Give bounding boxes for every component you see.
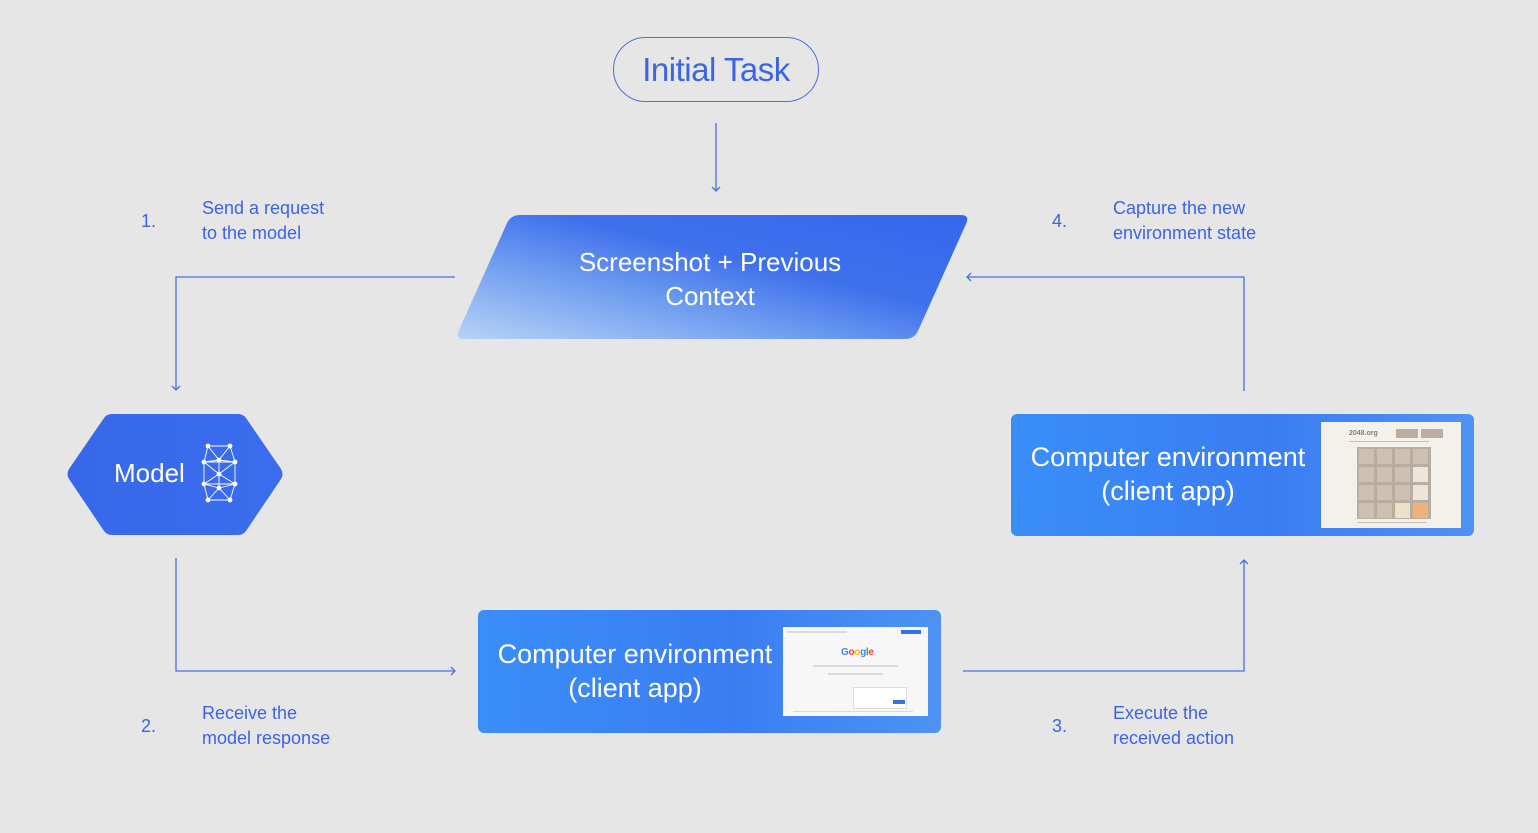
step-1-number: 1.: [141, 211, 157, 231]
initial-task-node: Initial Task: [613, 37, 819, 102]
step-1-line1: Send a request: [202, 198, 325, 218]
env-right-label: Computer environment (client app): [1025, 440, 1311, 508]
screenshot-context-line1: Screenshot + Previous: [578, 247, 842, 277]
step-1-text: Send a request to the model: [202, 196, 324, 246]
arrow-env-to-env: [963, 559, 1249, 672]
arrow-screenshot-to-model: [171, 276, 455, 391]
step-2-line2: model response: [202, 728, 331, 748]
step-2-number: 2.: [141, 716, 157, 736]
step-3-text: Execute the received action: [1113, 701, 1234, 751]
step-2-text: Receive the model response: [202, 701, 330, 751]
env-bottom-label: Computer environment (client app): [492, 637, 778, 705]
initial-task-label: Initial Task: [642, 50, 790, 88]
2048-board: [1357, 447, 1431, 519]
env-bottom-line1: Computer environment: [497, 639, 773, 669]
arrow-model-to-env: [175, 558, 456, 676]
2048-title: 2048.org: [1349, 430, 1378, 437]
env-right-line2: (client app): [1101, 476, 1235, 506]
screenshot-context-label: Screenshot + Previous Context: [520, 245, 900, 313]
env-right-line1: Computer environment: [1030, 442, 1306, 472]
step-4-line2: environment state: [1113, 223, 1257, 243]
computer-environment-bottom: Computer environment (client app) Google: [478, 610, 941, 733]
screenshot-context-line2: Context: [665, 281, 755, 311]
env-bottom-line2: (client app): [568, 673, 702, 703]
step-3-line2: received action: [1113, 728, 1235, 748]
screenshot-context-shape: [457, 215, 968, 339]
step-3-line1: Execute the: [1113, 703, 1209, 723]
google-search-screenshot: Google: [783, 627, 928, 716]
model-label: Model: [114, 458, 185, 488]
neural-network-icon: [203, 445, 236, 501]
step-2-line1: Receive the: [202, 703, 298, 723]
computer-environment-right: Computer environment (client app) 2048.o…: [1011, 414, 1474, 536]
google-logo: Google: [841, 647, 874, 658]
arrow-env-to-screenshot: [966, 272, 1245, 391]
step-3-number: 3.: [1052, 716, 1068, 736]
step-4-line1: Capture the new: [1113, 198, 1246, 218]
step-4-number: 4.: [1052, 211, 1068, 231]
step-4-text: Capture the new environment state: [1113, 196, 1256, 246]
2048-game-screenshot: 2048.org: [1321, 422, 1461, 528]
step-1-line2: to the model: [202, 223, 302, 243]
